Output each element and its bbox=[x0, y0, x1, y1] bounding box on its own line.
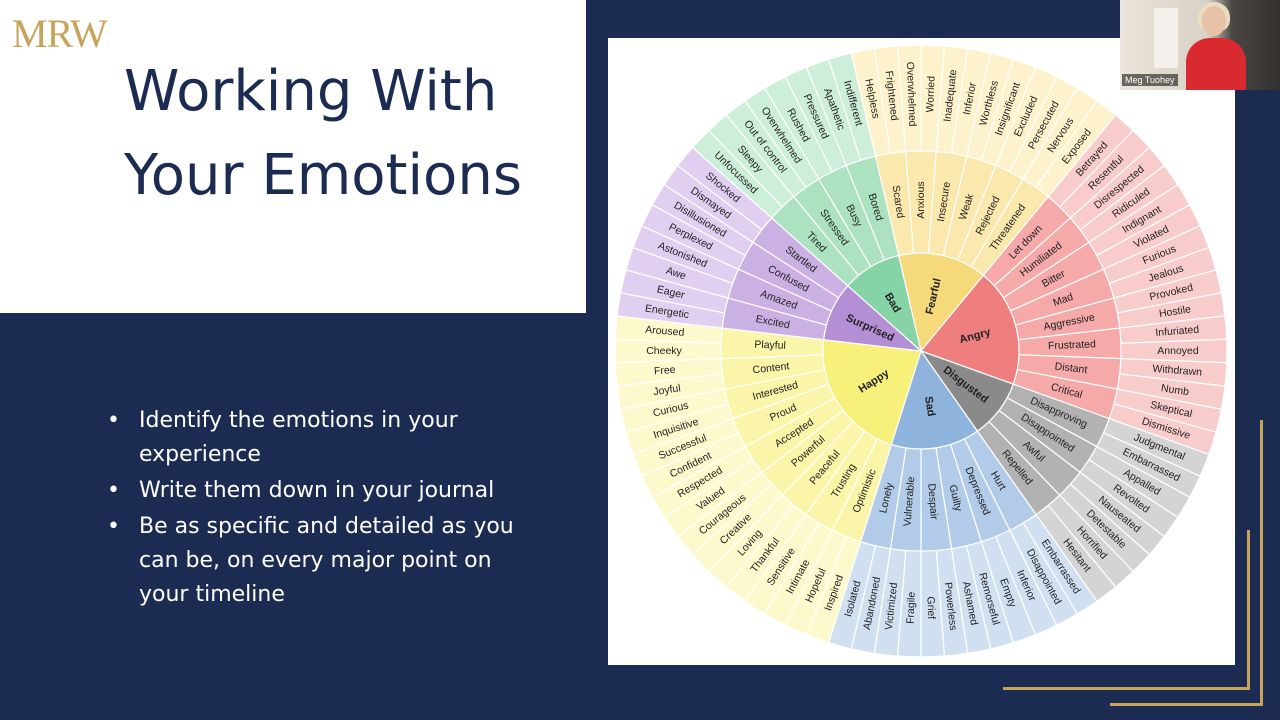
outer-emotion-label: Joyful bbox=[653, 382, 682, 398]
outer-emotion-label: Frightened bbox=[883, 70, 901, 121]
middle-emotion-label: Content bbox=[752, 360, 790, 376]
slide-title: Working With Your Emotions bbox=[124, 59, 522, 208]
outer-emotion-label: Overwhelmed bbox=[904, 62, 918, 127]
bullet-item: Write them down in your journal bbox=[105, 474, 545, 508]
decorative-gold-frame bbox=[1110, 420, 1263, 706]
middle-emotion-label: Vulnerable bbox=[902, 476, 918, 527]
core-emotion-segment bbox=[919, 274, 1020, 385]
outer-emotion-label: Numb bbox=[1160, 382, 1190, 398]
outer-emotion-label: Withdrawn bbox=[1152, 363, 1203, 379]
outer-emotion-label: Cheeky bbox=[646, 345, 682, 357]
middle-emotion-label: Despair bbox=[925, 483, 940, 520]
outer-emotion-label: Inadequate bbox=[941, 69, 959, 123]
wheel-outline bbox=[614, 44, 1228, 658]
participant-body bbox=[1186, 38, 1246, 90]
outer-emotion-label: Aroused bbox=[645, 324, 685, 339]
bookshelf bbox=[1154, 8, 1178, 68]
core-emotion-segment bbox=[890, 349, 979, 450]
decorative-gold-frame bbox=[1003, 530, 1250, 690]
outer-emotion-label: Annoyed bbox=[1157, 345, 1199, 357]
middle-emotion-label: Scared bbox=[889, 184, 906, 219]
outer-emotion-label: Grief bbox=[924, 596, 937, 619]
middle-emotion-label: Playful bbox=[754, 339, 786, 352]
middle-emotion-label: Frustrated bbox=[1048, 338, 1096, 352]
outer-emotion-label: Victimized bbox=[883, 582, 900, 631]
participant-name-label: Meg Tuohey bbox=[1122, 74, 1178, 86]
outer-emotion-label: Free bbox=[654, 364, 677, 378]
middle-emotion-label: Anxious bbox=[915, 181, 927, 218]
outer-emotion-label: Awe bbox=[665, 265, 688, 283]
participant-video[interactable]: Meg Tuohey bbox=[1120, 0, 1280, 90]
outer-emotion-label: Hostile bbox=[1158, 303, 1192, 320]
core-emotion-label: Sad bbox=[922, 395, 937, 417]
outer-emotion-label: Infuriated bbox=[1155, 324, 1200, 339]
middle-emotion-label: Distant bbox=[1054, 360, 1088, 376]
bullet-item: Identify the emotions in your experience bbox=[105, 404, 545, 472]
outer-emotion-label: Worried bbox=[924, 76, 937, 113]
core-emotion-segment bbox=[822, 339, 922, 446]
title-panel: MRW Working With Your Emotions bbox=[0, 0, 586, 313]
participant-face bbox=[1202, 6, 1226, 36]
outer-emotion-label: Fragile bbox=[905, 591, 918, 624]
bullet-item: Be as specific and detailed as you can b… bbox=[105, 510, 545, 612]
bullet-list: Identify the emotions in your experience… bbox=[105, 404, 545, 614]
core-emotion-segment bbox=[897, 252, 985, 353]
mrw-logo: MRW bbox=[12, 11, 108, 56]
core-emotion-segment bbox=[846, 254, 923, 353]
outer-emotion-label: Powerless bbox=[942, 582, 959, 631]
